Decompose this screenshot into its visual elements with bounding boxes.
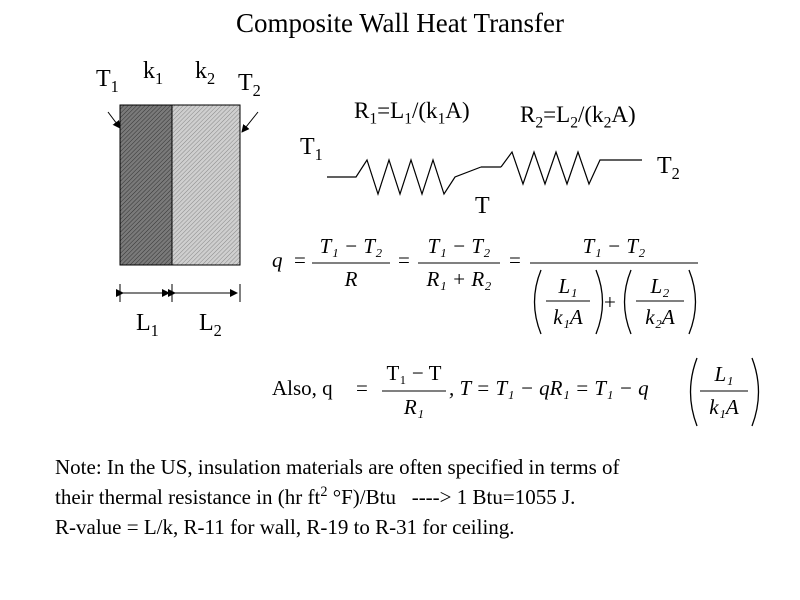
eq1-lhs: q [272, 248, 283, 272]
eq1-frac1-numerator: T₁ − T₂ [319, 234, 383, 258]
note-text: Note: In the US, insulation materials ar… [55, 452, 620, 542]
circuit-label-r2: R2=L2/(k2A) [520, 102, 636, 132]
slide-title: Composite Wall Heat Transfer [235, 8, 565, 38]
eq2-paren-close [751, 357, 760, 427]
wall-layer-2 [171, 104, 241, 266]
eq1-paren-open-2 [623, 269, 632, 335]
eq2-paren-open [689, 357, 698, 427]
t2-pointer-arrow [241, 111, 259, 133]
eq2-also-q: Also, q [272, 376, 333, 400]
eq2-frac-numerator: T₁ − T [386, 361, 442, 385]
eq1-frac2-denominator: R₁ + R₂ [426, 267, 492, 291]
eq2-frac-denominator: R₁ [403, 395, 425, 419]
eq1-paren-close-1 [595, 269, 604, 335]
note-line-2b: °F)/Btu ----> 1 Btu=1055 J. [327, 485, 576, 509]
resistor-r2 [500, 150, 642, 186]
wall-label-t1: T1 [96, 66, 119, 96]
eq2-temperature-expression: , T = T₁ − qR₁ = T₁ − q [449, 376, 649, 400]
eq1-den-l2: L₂ [650, 274, 670, 298]
eq1-equals-2: = [398, 248, 410, 272]
eq1-paren-open-1 [533, 269, 542, 335]
note-line-2-superscript: 2 [320, 484, 328, 500]
circuit-label-t1: T1 [300, 134, 323, 164]
resistor-r1 [327, 158, 482, 196]
t1-pointer-arrow [107, 111, 121, 129]
note-line-3: R-value = L/k, R-11 for wall, R-19 to R-… [55, 515, 515, 539]
eq1-den-plus: + [604, 290, 616, 314]
circuit-label-t-mid: T [475, 193, 490, 219]
eq2-paren-k1a: k₁A [709, 395, 739, 419]
wall-label-l2: L2 [199, 310, 222, 340]
eq1-frac1-denominator: R [344, 267, 358, 291]
wall-label-k2: k2 [195, 58, 216, 88]
eq1-den-k1a: k₁A [553, 305, 583, 329]
circuit-label-t2: T2 [657, 153, 680, 183]
wall-label-k1: k1 [143, 58, 164, 88]
eq1-equals-3: = [509, 248, 521, 272]
note-line-1: Note: In the US, insulation materials ar… [55, 455, 620, 479]
eq2-paren-l1: L₁ [714, 362, 734, 386]
eq1-paren-close-2 [688, 269, 697, 335]
eq1-frac3-numerator: T₁ − T₂ [582, 234, 646, 258]
eq1-den-l1: L₁ [558, 274, 578, 298]
circuit-label-r1: R1=L1/(k1A) [354, 98, 470, 128]
note-line-2a: their thermal resistance in (hr ft [55, 485, 321, 509]
wall-label-t2: T2 [238, 70, 261, 100]
eq1-den-k2a: k₂A [645, 305, 675, 329]
wall-label-l1: L1 [136, 310, 159, 340]
eq1-equals-1: = [294, 248, 306, 272]
wall-layer-1 [119, 104, 173, 266]
eq2-equals: = [356, 376, 368, 400]
eq1-frac2-numerator: T₁ − T₂ [427, 234, 491, 258]
